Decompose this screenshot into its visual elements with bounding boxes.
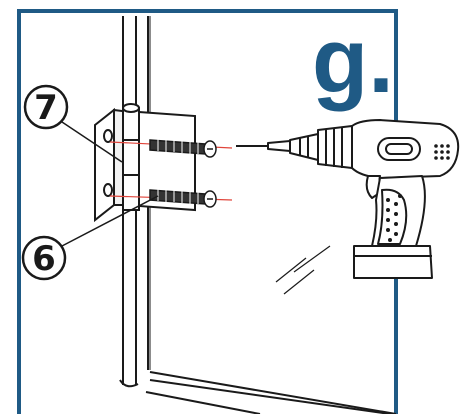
hinge-icon bbox=[94, 103, 196, 223]
cordless-drill-icon bbox=[236, 119, 460, 279]
callout-7-label: 7 bbox=[34, 88, 58, 128]
screw-icon bbox=[149, 139, 217, 208]
callout-6: 6 bbox=[21, 195, 159, 281]
callout-7: 7 bbox=[23, 84, 123, 163]
lower-hinge-screw bbox=[149, 189, 217, 208]
callout-6-label: 6 bbox=[32, 239, 56, 279]
brand-logo: g. bbox=[312, 10, 394, 112]
upper-hinge-screw bbox=[149, 139, 217, 158]
